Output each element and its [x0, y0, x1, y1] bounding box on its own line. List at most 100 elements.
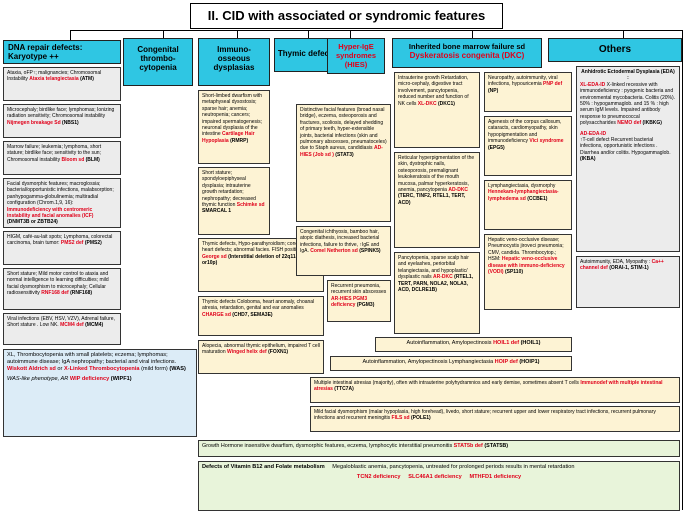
box-text: Viral infections (EBV, HSV, VZV), Adrena… — [7, 316, 115, 329]
box-text: Autoinflammation, Amylopectinosis Lympha… — [362, 359, 494, 365]
others-box-hennekam: Lymphangiectasia, dysmorphy Hennekam-lym… — [484, 180, 572, 230]
thymic-box-winged-helix: Alopecia, abnormal thymic epithelium, im… — [198, 340, 324, 374]
connector-word: or — [57, 366, 63, 373]
others-box-vodi: Hepatic veno-occlusive disease; Pneumocy… — [484, 234, 572, 310]
thymic-box-charge: Thymic defects Coloboma, heart anomaly, … — [198, 296, 324, 336]
connector-line — [308, 30, 309, 38]
gene-label: NEMO def — [617, 120, 642, 127]
gene-code: (EPG5) — [488, 144, 505, 151]
wide-box-b12-folate: Defects of Vitamin B12 and Folate metabo… — [198, 461, 680, 511]
connector-line — [70, 30, 682, 31]
box-text: Microcephaly; birdlike face; lymphomas; … — [7, 107, 115, 120]
box-text: Megaloblastic anemia, pancytopenia, untr… — [332, 464, 575, 470]
header-dna-sub: Karyotype ++ — [8, 52, 59, 61]
dna-box-rnf168: Short stature; Mild motor control to ata… — [3, 268, 121, 310]
gene-code: (CCBE1) — [527, 195, 548, 202]
page-title: II. CID with associated or syndromic fea… — [190, 3, 503, 29]
gene-label: Bloom sd — [61, 156, 85, 163]
gene-code: (STAT3) — [335, 151, 354, 158]
gene-label: Immunodeficiency with centromeric instab… — [7, 206, 94, 219]
box-text: Thymic defects, Hypo-parathyroidism; con… — [202, 241, 314, 254]
gene-label: Vici syndrome — [529, 138, 564, 145]
connector-line — [682, 30, 683, 510]
gene-label: AD-HIES (Job sd ) — [300, 145, 383, 158]
hies-box-netherton: Congenital ichthyosis, bamboo hair, atop… — [296, 226, 391, 276]
gene-label: RNF168 def — [41, 290, 69, 297]
gene-code: (NP) — [488, 87, 499, 94]
gene-label: Nijmegen breakage Sd — [7, 119, 61, 126]
box-text: Distinctive facial features (broad nasal… — [300, 107, 387, 152]
gene-label: Hepatic veno-occlusive disease with immu… — [488, 256, 565, 275]
box-text: Neuropathy, autoimmunity, viral infectio… — [488, 75, 558, 88]
gene-label: HOIP def — [494, 359, 518, 365]
gene-code: (TTC7A) — [334, 386, 354, 393]
header-dkc-label: Dyskeratosis congenita (DKC) — [409, 51, 525, 60]
box-text: Short-limbed dwarfism with metaphyseal d… — [202, 93, 263, 138]
box-text: Facial dysmorphic features; macroglossia… — [7, 181, 114, 207]
was-box: XL, Thrombocytopenia with small platelet… — [3, 349, 197, 437]
others-box-pnp: Neuropathy, autoimmunity, viral infectio… — [484, 72, 572, 112]
box-text: Thymic defects Coloboma, heart anomaly, … — [202, 299, 315, 312]
gene-label: WIP deficiency — [69, 376, 110, 383]
connector-line — [472, 30, 473, 38]
header-hyper-ige: Hyper-IgE syndromes (HIES) — [327, 38, 385, 74]
header-immuno-osseous: Immuno-osseous dysplasias — [198, 38, 270, 86]
gene-code: SMARCAL 1 — [202, 208, 232, 215]
gene-code: (STAT5B) — [484, 443, 509, 449]
dna-box-ataxia: Ataxia, oFP↑; malignancies; Chromosomal … — [3, 67, 121, 101]
dkc-box-ar: Pancytopenia, sparse scalp hair and eyel… — [394, 252, 480, 334]
gene-code: (POLE1) — [411, 415, 431, 422]
gene-code: (NBS1) — [62, 119, 79, 126]
wide-box-ttc7a: Multiple intestinal atresias (majority),… — [310, 377, 680, 403]
others-box-eda: Anhidrotic Ectodermal Dysplasia (EDA) : … — [576, 66, 680, 252]
box-text: ↑T-cell defect Recurrent bacterial infec… — [580, 136, 671, 156]
gene-label: AD-DKC — [448, 186, 469, 193]
box-text: X-linked recessive with immunodeficiency… — [580, 81, 676, 127]
gene-label: XL-EDA-ID — [580, 81, 606, 88]
box-text: Autoimmunity, EDA, Myopathy : — [580, 259, 651, 265]
gene-label: XL-DKC — [417, 100, 437, 107]
box-title: Anhidrotic Ectodermal Dysplasia (EDA) : — [581, 69, 675, 82]
box-text: Multiple intestinal atresias (majority),… — [314, 380, 579, 386]
gene-code: (TERC, TINF2, RTEL1, TERT, ACD) — [398, 193, 466, 206]
gene-label: AR-DKC — [433, 274, 453, 281]
header-bmf-label: Inherited bone marrow failure sd — [408, 42, 526, 51]
gene-code: (IKBKG) — [642, 120, 662, 127]
box-text: Lymphangiectasia, dysmorphy — [488, 183, 556, 189]
gene-code: (DKC1) — [438, 100, 455, 107]
box-text: Agenesis of the corpus callosum, catarac… — [488, 119, 562, 145]
gene-code: (RMRP) — [230, 137, 249, 144]
gene-label: AD-EDA-ID — [580, 130, 607, 137]
dna-box-icf: Facial dysmorphic features; macroglossia… — [3, 178, 121, 228]
gene-label: Wiskott Aldrich sd — [7, 366, 56, 373]
box-text: Marrow failure; leukemia; lymphoma, shor… — [7, 144, 102, 163]
gene-label: MTHFD1 deficiency — [469, 474, 522, 481]
wide-box-stat5b: Growth Hormone insensitive dwarfism, dys… — [198, 440, 680, 457]
hies-box-pgm3: Recurrent pneumonia, recurrent skin absc… — [327, 280, 391, 322]
gene-label: AR-HIES PGM3 deficiency — [331, 295, 368, 309]
box-text: Mild facial dysmorphism (malar hypoplasi… — [314, 409, 656, 422]
gene-code: (ATM) — [80, 76, 94, 83]
gene-label: Hennekam-lymphangiectasia-lymphedema sd — [488, 189, 559, 202]
gene-code: (ORAI-1, STIM-1) — [609, 265, 649, 272]
wide-box-hoil1: Autoinflammation, Amylopectinosis HOIL1 … — [375, 337, 572, 352]
connector-line — [237, 30, 238, 38]
header-others: Others — [548, 38, 682, 62]
box-text: Congenital ichthyosis, bamboo hair, atop… — [300, 229, 380, 255]
gene-label: HOIL1 def — [493, 340, 520, 346]
gene-label: X-Linked Thrombocytopenia — [63, 366, 140, 373]
box-text: Ataxia, oFP↑; malignancies; Chromosomal … — [7, 70, 102, 83]
gene-label: Schimke sd — [236, 201, 265, 208]
immuno-box-schimke: Short stature; spondyloepiphyseal dyspla… — [198, 167, 270, 235]
box-text: Pancytopenia, sparse scalp hair and eyel… — [398, 255, 469, 281]
box-text: Intrauterine growth Retardation, micro-c… — [398, 75, 469, 107]
box-text: Recurrent pneumonia, recurrent skin absc… — [331, 283, 387, 296]
gene-code: (PMS2) — [84, 240, 102, 247]
gene-code: (RNF168) — [70, 290, 93, 297]
box-title: Defects of Vitamin B12 and Folate metabo… — [202, 464, 325, 470]
gene-label: Winged helix def — [227, 349, 267, 356]
box-text: Reticular hyperpigmentation of the skin,… — [398, 155, 475, 193]
gene-code: (HOIP1) — [519, 359, 540, 365]
connector-line — [163, 30, 164, 38]
gene-code: (BLM) — [85, 156, 100, 163]
